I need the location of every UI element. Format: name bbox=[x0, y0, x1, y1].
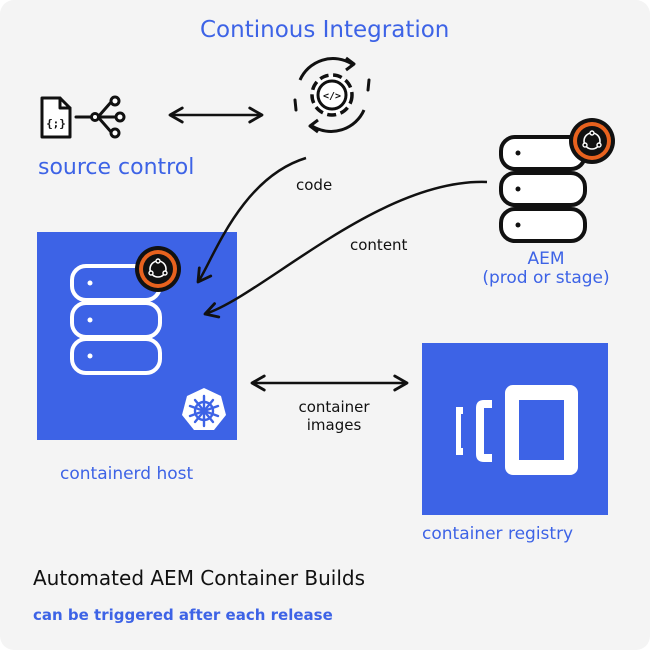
aem-label: AEM bbox=[527, 249, 565, 269]
container-registry-icon bbox=[456, 385, 578, 475]
code-file-branch-icon: {;} bbox=[40, 95, 126, 139]
host-aem-badge-icon bbox=[134, 245, 182, 293]
code-label: code bbox=[296, 176, 333, 194]
container-images-label-1: container bbox=[298, 398, 370, 416]
server-stack-icon bbox=[499, 135, 587, 243]
source-control-label: source control bbox=[38, 155, 195, 180]
content-label: content bbox=[350, 236, 408, 254]
code-arrow bbox=[196, 156, 307, 284]
container-images-label-2: images bbox=[306, 416, 362, 434]
gear-cycle-code-icon: </> bbox=[293, 56, 371, 134]
ci-title: Continous Integration bbox=[200, 17, 450, 43]
aem-env-label: (prod or stage) bbox=[482, 268, 610, 288]
containerd-host-label: containerd host bbox=[60, 464, 194, 484]
footer-title: Automated AEM Container Builds bbox=[33, 566, 366, 590]
adobe-experience-manager-icon bbox=[568, 117, 616, 165]
svg-text:</>: </> bbox=[323, 91, 341, 102]
content-arrow bbox=[203, 180, 488, 319]
kubernetes-helm-icon bbox=[182, 388, 226, 430]
container-registry-label: container registry bbox=[422, 524, 574, 544]
svg-text:{;}: {;} bbox=[46, 117, 66, 130]
footer-subtitle: can be triggered after each release bbox=[33, 606, 333, 624]
